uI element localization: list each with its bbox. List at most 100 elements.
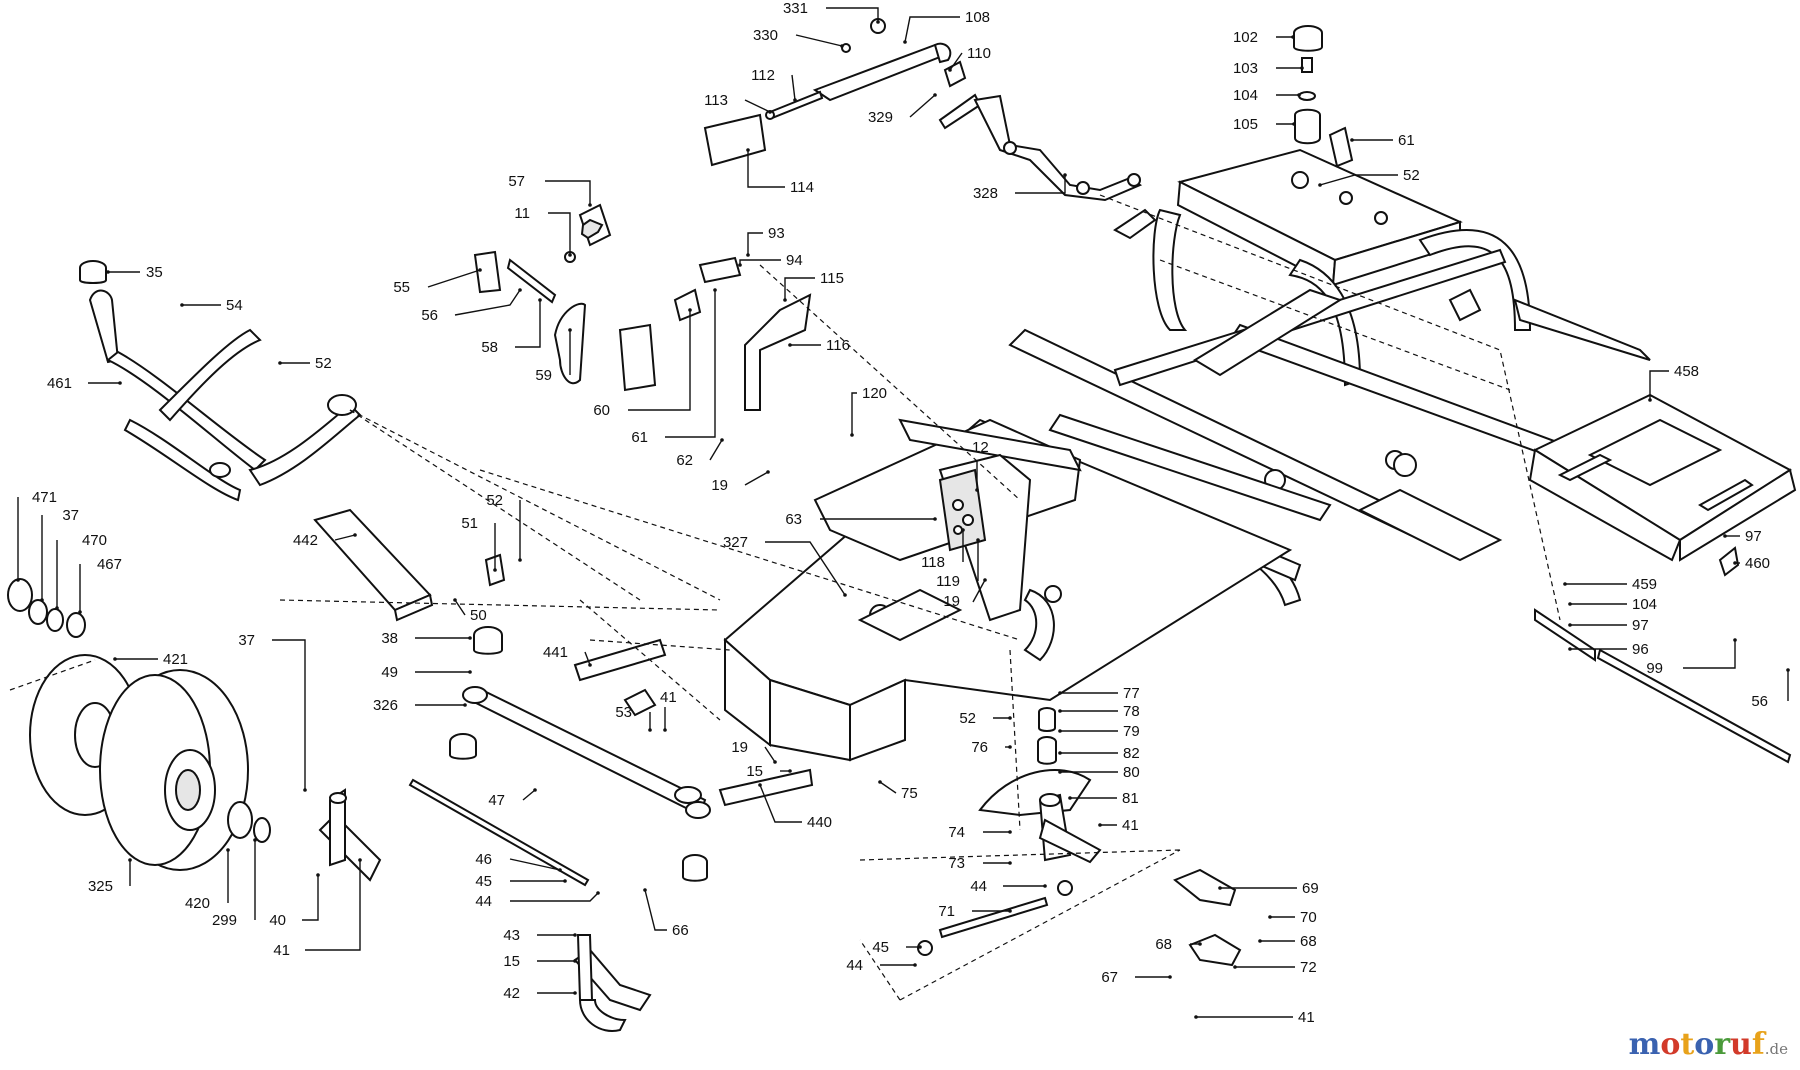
leader-end-76	[1008, 745, 1012, 749]
leader-end-93	[746, 253, 750, 257]
callout-71: 71	[938, 903, 955, 920]
callout-56: 56	[421, 307, 438, 324]
leader-end-44	[1043, 884, 1047, 888]
leader-line-112	[791, 74, 796, 101]
leader-end-19	[983, 578, 987, 582]
pedal-assembly-drawing	[473, 203, 812, 411]
leader-end-72	[1233, 965, 1237, 969]
leader-end-104	[1568, 602, 1572, 606]
watermark-letter: m	[1628, 1027, 1661, 1062]
callout-94: 94	[786, 252, 803, 269]
leader-line-62	[709, 439, 723, 461]
callout-41: 41	[1122, 817, 1139, 834]
callout-58: 58	[481, 339, 498, 356]
watermark-logo: motoruf	[1629, 1027, 1765, 1062]
callout-66: 66	[672, 922, 689, 939]
leader-line-66	[644, 889, 667, 931]
callout-110: 110	[967, 45, 991, 62]
motoruf-watermark: motoruf.de	[1629, 1027, 1788, 1062]
front-wheels-drawing	[7, 578, 271, 871]
callout-471: 471	[32, 489, 57, 506]
callout-63: 63	[785, 511, 802, 528]
callout-114: 114	[790, 179, 814, 196]
callout-113: 113	[704, 92, 728, 109]
leader-line-44	[510, 892, 599, 902]
leader-end-11	[568, 253, 572, 257]
assembly-guide-lines	[9, 194, 1561, 1001]
callout-52: 52	[486, 492, 503, 509]
leader-end-61	[1350, 138, 1354, 142]
steering-sector-drawing	[978, 707, 1102, 864]
leader-end-97	[1723, 534, 1727, 538]
callout-331: 331	[783, 0, 808, 17]
callout-68: 68	[1300, 933, 1317, 950]
leader-line-114	[747, 150, 785, 188]
leader-line-52	[1319, 174, 1398, 186]
leader-end-52	[1318, 183, 1322, 187]
leader-end-110	[948, 68, 952, 72]
leader-end-40	[316, 873, 320, 877]
leader-end-104	[1297, 93, 1301, 97]
callout-37: 37	[62, 507, 79, 524]
callout-329: 329	[868, 109, 893, 126]
leader-line-328	[1015, 175, 1066, 194]
callout-440: 440	[807, 814, 832, 831]
callout-62: 62	[676, 452, 693, 469]
watermark-letter: u	[1730, 1027, 1752, 1062]
part-drawings	[7, 18, 1797, 1032]
leader-line-57	[545, 180, 591, 205]
leader-line-56	[454, 289, 521, 316]
callout-52: 52	[959, 710, 976, 727]
chassis-plate-327-drawing	[723, 418, 1293, 762]
tie-rod-assembly-drawing	[917, 546, 1792, 967]
callout-327: 327	[723, 534, 748, 551]
leader-end-60	[688, 308, 692, 312]
callout-82: 82	[1123, 745, 1140, 762]
leader-end-37	[303, 788, 307, 792]
callout-60: 60	[593, 402, 610, 419]
leader-line-75	[879, 781, 897, 794]
callout-40: 40	[269, 912, 286, 929]
leader-end-62	[720, 438, 724, 442]
leader-end-471	[16, 578, 20, 582]
leader-line-441	[584, 651, 591, 666]
callout-leader-lines	[16, 7, 1790, 1019]
callout-55: 55	[393, 279, 410, 296]
leader-end-41	[1098, 823, 1102, 827]
leader-end-458	[1648, 398, 1652, 402]
callout-467: 467	[97, 556, 122, 573]
callout-104: 104	[1632, 596, 1657, 613]
callout-459: 459	[1632, 576, 1657, 593]
watermark-letter: f	[1751, 1027, 1765, 1062]
callout-96: 96	[1632, 641, 1649, 658]
leader-end-43	[573, 933, 577, 937]
leader-end-46	[558, 868, 562, 872]
callout-44: 44	[970, 878, 987, 895]
callout-49: 49	[381, 664, 398, 681]
leader-end-45	[918, 945, 922, 949]
leader-line-19	[764, 746, 776, 763]
callout-69: 69	[1302, 880, 1319, 897]
leader-end-52	[1008, 716, 1012, 720]
callout-442: 442	[293, 532, 318, 549]
leader-end-114	[746, 148, 750, 152]
callout-103: 103	[1233, 60, 1258, 77]
callout-112: 112	[751, 67, 775, 84]
leader-end-37	[40, 598, 44, 602]
leader-end-66	[643, 888, 647, 892]
leader-end-325	[128, 858, 132, 862]
leader-line-19	[972, 579, 986, 603]
leader-end-41	[1194, 1015, 1198, 1019]
callout-115: 115	[820, 270, 844, 287]
leader-end-19	[773, 760, 777, 764]
callout-12: 12	[972, 439, 989, 456]
watermark-letter: o	[1660, 1027, 1681, 1062]
leader-end-299	[253, 838, 257, 842]
leader-end-112	[793, 98, 797, 102]
leader-end-113	[768, 110, 772, 114]
leader-end-440	[758, 783, 762, 787]
leader-line-331	[826, 7, 879, 22]
leader-end-19	[766, 470, 770, 474]
leader-line-99	[1683, 640, 1736, 669]
callout-97: 97	[1632, 617, 1649, 634]
